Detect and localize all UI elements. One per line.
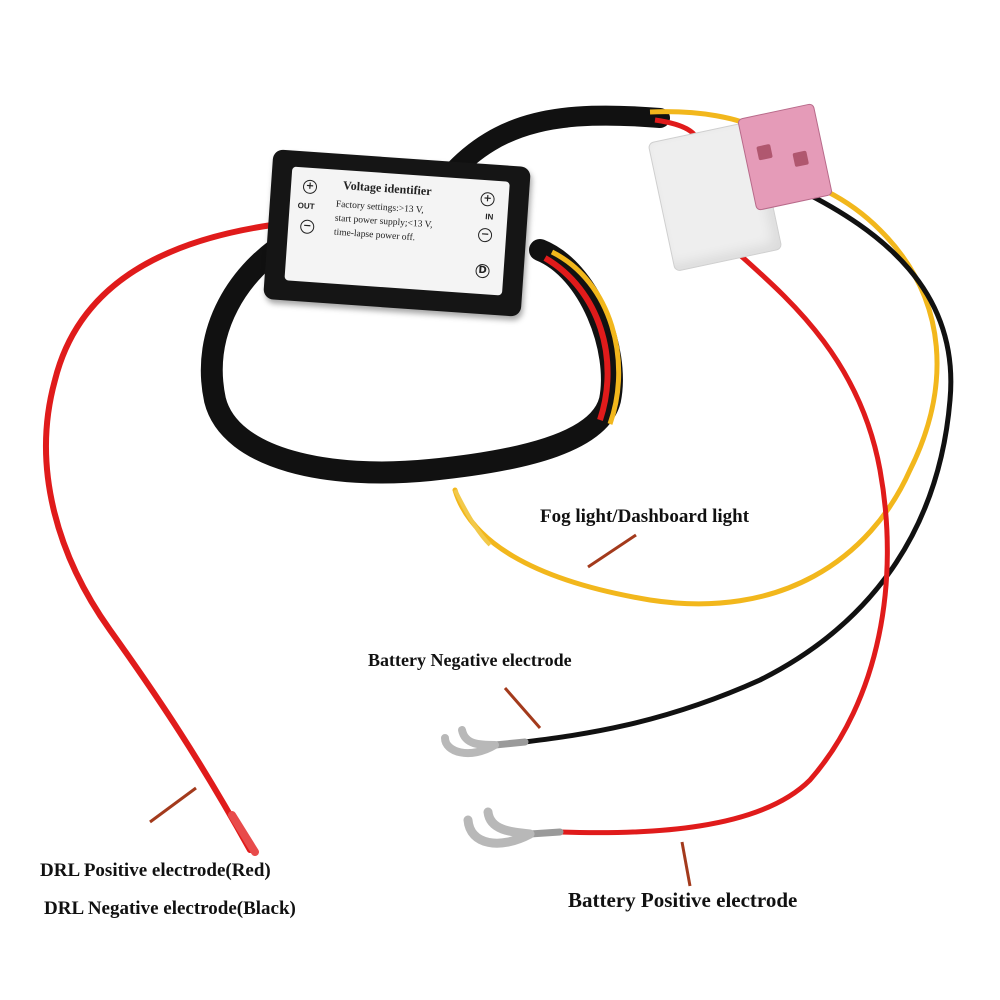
out-plus-icon: + (302, 179, 318, 195)
fog-light-label: Fog light/Dashboard light (540, 506, 750, 527)
drl-red-wire (43, 222, 275, 853)
module-label-plate: + OUT − Voltage identifier Factory setti… (284, 166, 510, 296)
loop-red-strand (543, 255, 611, 421)
fog-yellow-wire (452, 167, 940, 607)
out-minus-icon: − (299, 219, 315, 235)
voltage-identifier-module: + OUT − Voltage identifier Factory setti… (263, 149, 531, 317)
d-terminal-icon: D (475, 263, 491, 279)
battery-negative-wire (522, 187, 954, 745)
black-sheath-loop (200, 229, 623, 484)
positive-fork-terminal (463, 807, 564, 848)
battery-negative-label: Battery Negative electrode (368, 650, 572, 670)
positive-pointer (680, 841, 692, 887)
drl-negative-label: DRL Negative electrode(Black) (44, 898, 296, 919)
loop-yellow-strand (550, 249, 622, 425)
module-title: Voltage identifier (342, 178, 433, 199)
module-description: Factory settings:>13 V, start power supp… (333, 198, 486, 250)
in-minus-icon: − (477, 227, 493, 243)
drl-pointer (149, 786, 197, 824)
in-plus-icon: + (480, 191, 496, 207)
fog-yellow-stub (453, 489, 492, 547)
negative-pointer (503, 687, 542, 729)
black-sheath-top (440, 105, 670, 185)
drl-red-wire-tip (228, 811, 259, 856)
battery-positive-wire (557, 252, 890, 836)
drl-positive-label: DRL Positive electrode(Red) (40, 860, 271, 881)
in-label: IN (485, 212, 494, 222)
negative-fork-terminal (441, 726, 529, 757)
fog-pointer (587, 533, 637, 569)
out-label: OUT (297, 201, 315, 212)
battery-positive-label: Battery Positive electrode (568, 888, 798, 912)
